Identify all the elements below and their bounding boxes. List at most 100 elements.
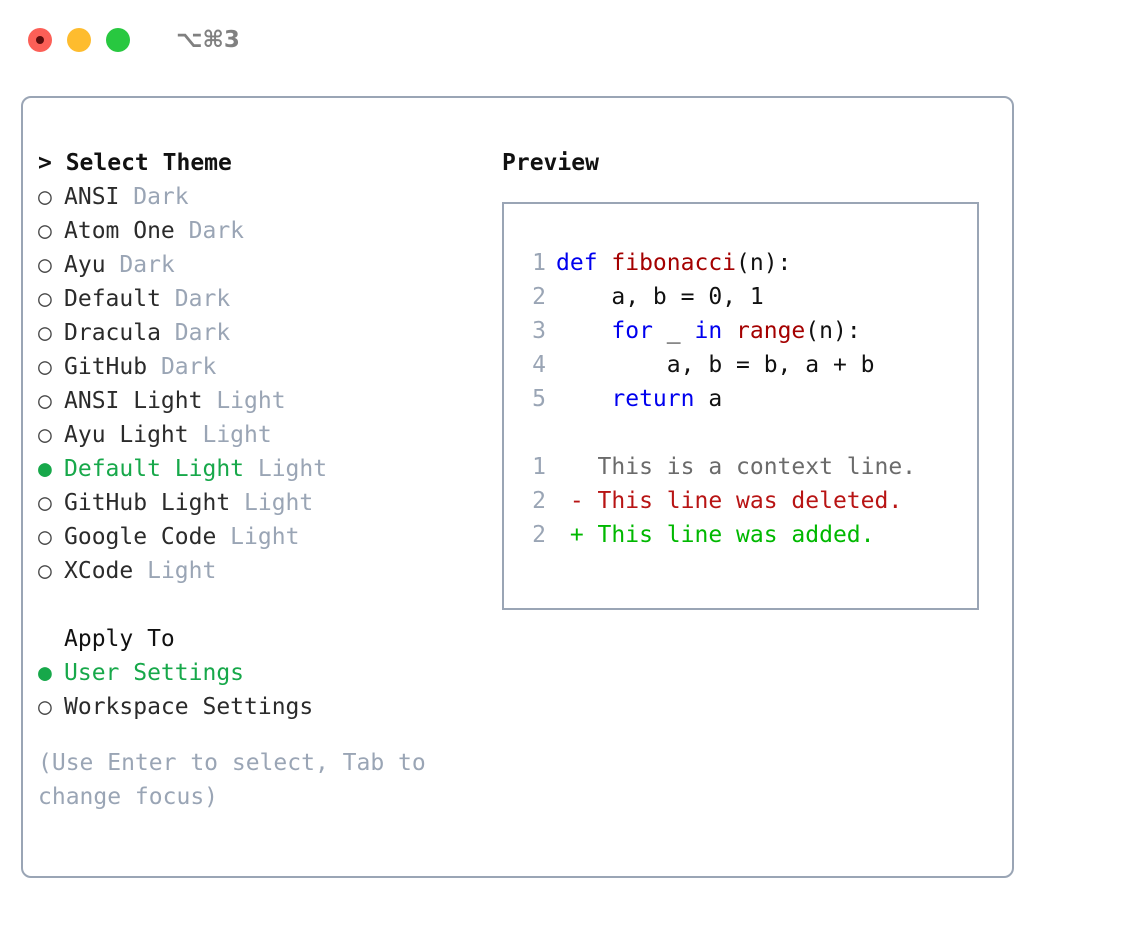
keyboard-shortcut-label: ⌥⌘3: [176, 27, 240, 53]
theme-selection-column: > Select Theme ○ANSI Dark○Atom One Dark○…: [38, 146, 498, 814]
apply-to-option-user-settings[interactable]: ● User Settings: [38, 656, 498, 690]
theme-option-xcode[interactable]: ○ XCode Light: [38, 554, 498, 588]
theme-option-default[interactable]: ○Default Dark: [38, 282, 498, 316]
radio-unselected-icon[interactable]: ○: [38, 490, 52, 516]
apply-to-option-label: User Settings: [64, 660, 245, 686]
theme-option-kind: Dark: [105, 252, 175, 278]
list-spacer: [38, 588, 498, 622]
theme-option-label: Atom One: [64, 218, 175, 244]
theme-option-kind: Dark: [160, 286, 231, 312]
code-token: def: [556, 250, 612, 276]
theme-option-label: ANSI: [64, 184, 120, 210]
diff-line: 2 + This line was added.: [516, 518, 971, 552]
radio-unselected-icon[interactable]: ○: [38, 320, 52, 346]
select-theme-header: > Select Theme: [38, 150, 232, 176]
code-diff-gap: [516, 416, 971, 450]
line-number: 2: [532, 522, 546, 548]
radio-unselected-icon[interactable]: ○: [38, 354, 52, 380]
code-token: [556, 318, 611, 344]
code-token: [556, 386, 611, 412]
radio-unselected-icon[interactable]: ○: [38, 388, 52, 414]
code-token: range: [736, 318, 806, 344]
theme-option-label: Ayu Light: [64, 422, 189, 448]
keyboard-hint-text: (Use Enter to select, Tab to change focu…: [38, 750, 440, 810]
theme-option-kind: Dark: [147, 354, 217, 380]
code-token: (n):: [805, 318, 861, 344]
radio-unselected-icon[interactable]: ○: [38, 184, 52, 210]
maximize-window-icon[interactable]: [106, 28, 130, 52]
code-token: - This line was deleted.: [556, 488, 903, 514]
code-line: 5 return a: [516, 382, 971, 416]
apply-to-list[interactable]: ● User Settings ○ Workspace Settings: [38, 656, 498, 724]
close-window-icon[interactable]: [28, 28, 52, 52]
apply-to-option-workspace-settings[interactable]: ○ Workspace Settings: [38, 690, 498, 724]
line-number: 2: [532, 284, 546, 310]
code-token: in: [694, 318, 723, 344]
apply-to-option-label: Workspace Settings: [64, 694, 314, 720]
theme-option-atom-one[interactable]: ○ Atom One Dark: [38, 214, 498, 248]
code-token: return: [611, 386, 695, 412]
diff-line: 1 This is a context line.: [516, 450, 971, 484]
theme-option-google-code[interactable]: ○ Google Code Light: [38, 520, 498, 554]
radio-unselected-icon[interactable]: ○: [38, 286, 52, 312]
theme-option-default-light[interactable]: ● Default Light Light: [38, 452, 498, 486]
code-token: (n):: [736, 250, 792, 276]
theme-option-label: GitHub Light: [64, 490, 231, 516]
theme-option-kind: Light: [244, 456, 328, 482]
line-number: 1: [532, 250, 546, 276]
theme-option-ansi-light[interactable]: ○ ANSI Light Light: [38, 384, 498, 418]
preview-header: Preview: [502, 150, 599, 176]
theme-option-kind: Light: [133, 558, 217, 584]
line-number: 5: [532, 386, 546, 412]
theme-option-label: XCode: [64, 558, 134, 584]
theme-option-kind: Dark: [160, 320, 231, 346]
code-line: 2 a, b = 0, 1: [516, 280, 971, 314]
radio-unselected-icon[interactable]: ○: [38, 694, 52, 720]
code-token: a, b = b, a + b: [556, 352, 875, 378]
code-token: _: [652, 318, 695, 344]
code-token: a, b = 0, 1: [556, 284, 764, 310]
radio-unselected-icon[interactable]: ○: [38, 422, 52, 448]
code-token: + This line was added.: [556, 522, 875, 548]
theme-option-github[interactable]: ○ GitHub Dark: [38, 350, 498, 384]
theme-option-kind: Light: [216, 524, 300, 550]
radio-selected-icon[interactable]: ●: [38, 660, 52, 686]
radio-unselected-icon[interactable]: ○: [38, 558, 52, 584]
theme-option-kind: Light: [202, 388, 286, 414]
theme-option-github-light[interactable]: ○ GitHub Light Light: [38, 486, 498, 520]
theme-option-kind: Light: [230, 490, 314, 516]
window-titlebar: ⌥⌘3: [0, 0, 1140, 80]
theme-option-ayu-light[interactable]: ○Ayu Light Light: [38, 418, 498, 452]
code-token: for: [611, 318, 653, 344]
radio-unselected-icon[interactable]: ○: [38, 524, 52, 550]
radio-unselected-icon[interactable]: ○: [38, 252, 52, 278]
theme-list[interactable]: ○ANSI Dark○Atom One Dark○Ayu Dark○Defaul…: [38, 180, 498, 588]
theme-option-dracula[interactable]: ○ Dracula Dark: [38, 316, 498, 350]
line-number: 4: [532, 352, 546, 378]
radio-selected-icon[interactable]: ●: [38, 456, 52, 482]
window-controls: [28, 28, 130, 52]
theme-option-label: Ayu: [64, 252, 106, 278]
theme-option-kind: Dark: [174, 218, 245, 244]
theme-option-label: Default Light: [64, 456, 245, 482]
diff-sample: 1 This is a context line.2 - This line w…: [516, 450, 971, 552]
line-number: 3: [532, 318, 546, 344]
diff-line: 2 - This line was deleted.: [516, 484, 971, 518]
minimize-window-icon[interactable]: [67, 28, 91, 52]
radio-unselected-icon[interactable]: ○: [38, 218, 52, 244]
line-number: 2: [532, 488, 546, 514]
theme-option-label: ANSI Light: [64, 388, 203, 414]
main-panel: > Select Theme ○ANSI Dark○Atom One Dark○…: [21, 96, 1014, 878]
theme-option-label: GitHub: [64, 354, 148, 380]
line-number: 1: [532, 454, 546, 480]
theme-option-label: Dracula: [64, 320, 161, 346]
theme-option-ansi[interactable]: ○ANSI Dark: [38, 180, 498, 214]
theme-option-ayu[interactable]: ○ Ayu Dark: [38, 248, 498, 282]
code-token: fibonacci: [611, 250, 737, 276]
panel-columns: > Select Theme ○ANSI Dark○Atom One Dark○…: [23, 98, 1012, 876]
theme-option-label: Google Code: [64, 524, 217, 550]
